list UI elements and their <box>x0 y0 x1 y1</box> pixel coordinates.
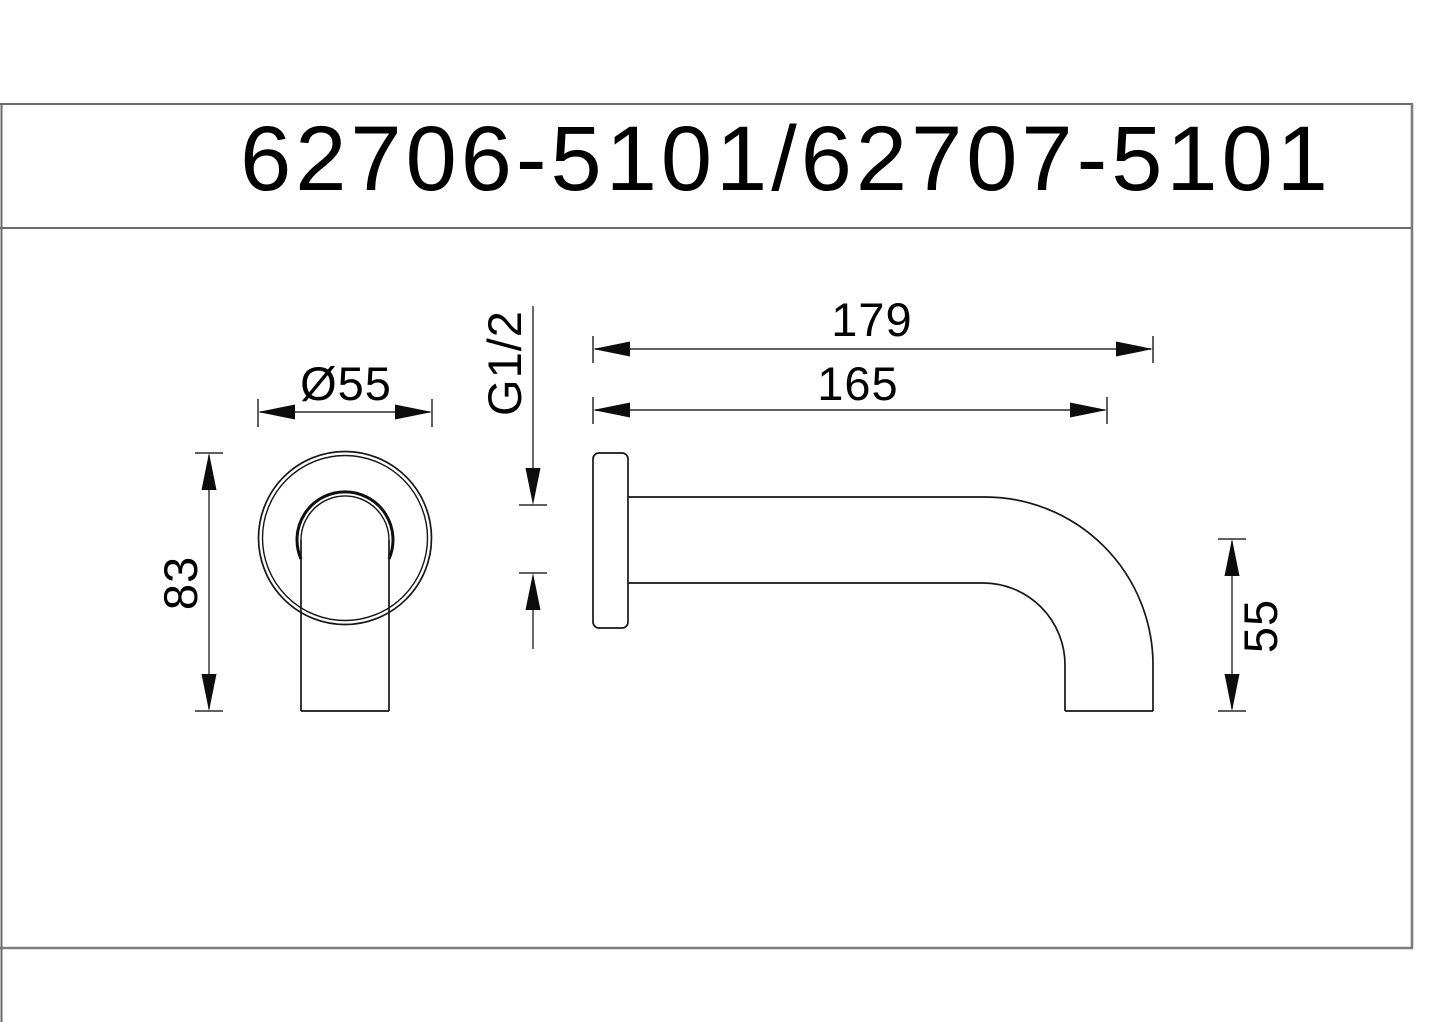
dim-label-total-length: 179 <box>831 293 912 346</box>
spout-profile-outer <box>628 496 1154 711</box>
dimension-outlet-drop: 55 <box>1218 538 1287 712</box>
dimension-spout-length: 165 <box>592 357 1108 424</box>
dim-arrow-left <box>258 404 295 420</box>
front-view: Ø55 83 <box>154 357 433 712</box>
dim-arrow-right <box>395 404 432 420</box>
dim-arrow-up <box>525 573 541 610</box>
dim-arrow-up <box>201 453 217 490</box>
dim-label-overall-height: 83 <box>154 556 207 610</box>
spout-profile-inner <box>628 582 1066 711</box>
dim-label-outlet-drop: 55 <box>1234 599 1287 653</box>
dim-extension-tick <box>257 399 433 427</box>
dim-label-flange-diameter: Ø55 <box>300 357 392 410</box>
dim-arrow-up <box>1224 539 1240 576</box>
dim-extension-tick <box>592 397 1108 424</box>
dim-extension-tick <box>592 336 1154 363</box>
spout-tube-front <box>300 540 390 712</box>
dim-arrow-down <box>1224 674 1240 711</box>
dim-arrow-left <box>593 402 630 418</box>
spout-bend-outer-arc <box>295 490 395 560</box>
dimension-flange-diameter: Ø55 <box>257 357 433 427</box>
dimension-thread-size: G1/2 <box>478 306 547 649</box>
dim-label-spout-length: 165 <box>817 357 898 410</box>
dimension-total-length: 179 <box>592 293 1154 363</box>
flange-side-profile <box>592 452 629 629</box>
dim-arrow-down <box>525 468 541 505</box>
dim-extension-tick <box>519 504 547 574</box>
title-part-numbers: 62706-5101/62707-5101 <box>240 108 1332 210</box>
flange-inner-circle <box>261 454 429 622</box>
dim-arrow-right <box>1116 341 1153 357</box>
drawing-frame <box>0 103 1414 1022</box>
spout-bend-inner-arc <box>300 495 390 541</box>
side-view: G1/2 179 165 <box>478 293 1287 712</box>
dim-arrow-down <box>201 674 217 711</box>
flange-outer-circle <box>257 450 433 626</box>
dim-arrow-left <box>593 341 630 357</box>
dim-arrow-right <box>1070 402 1107 418</box>
dimension-overall-height: 83 <box>154 452 223 712</box>
dim-label-thread-size: G1/2 <box>478 310 531 416</box>
